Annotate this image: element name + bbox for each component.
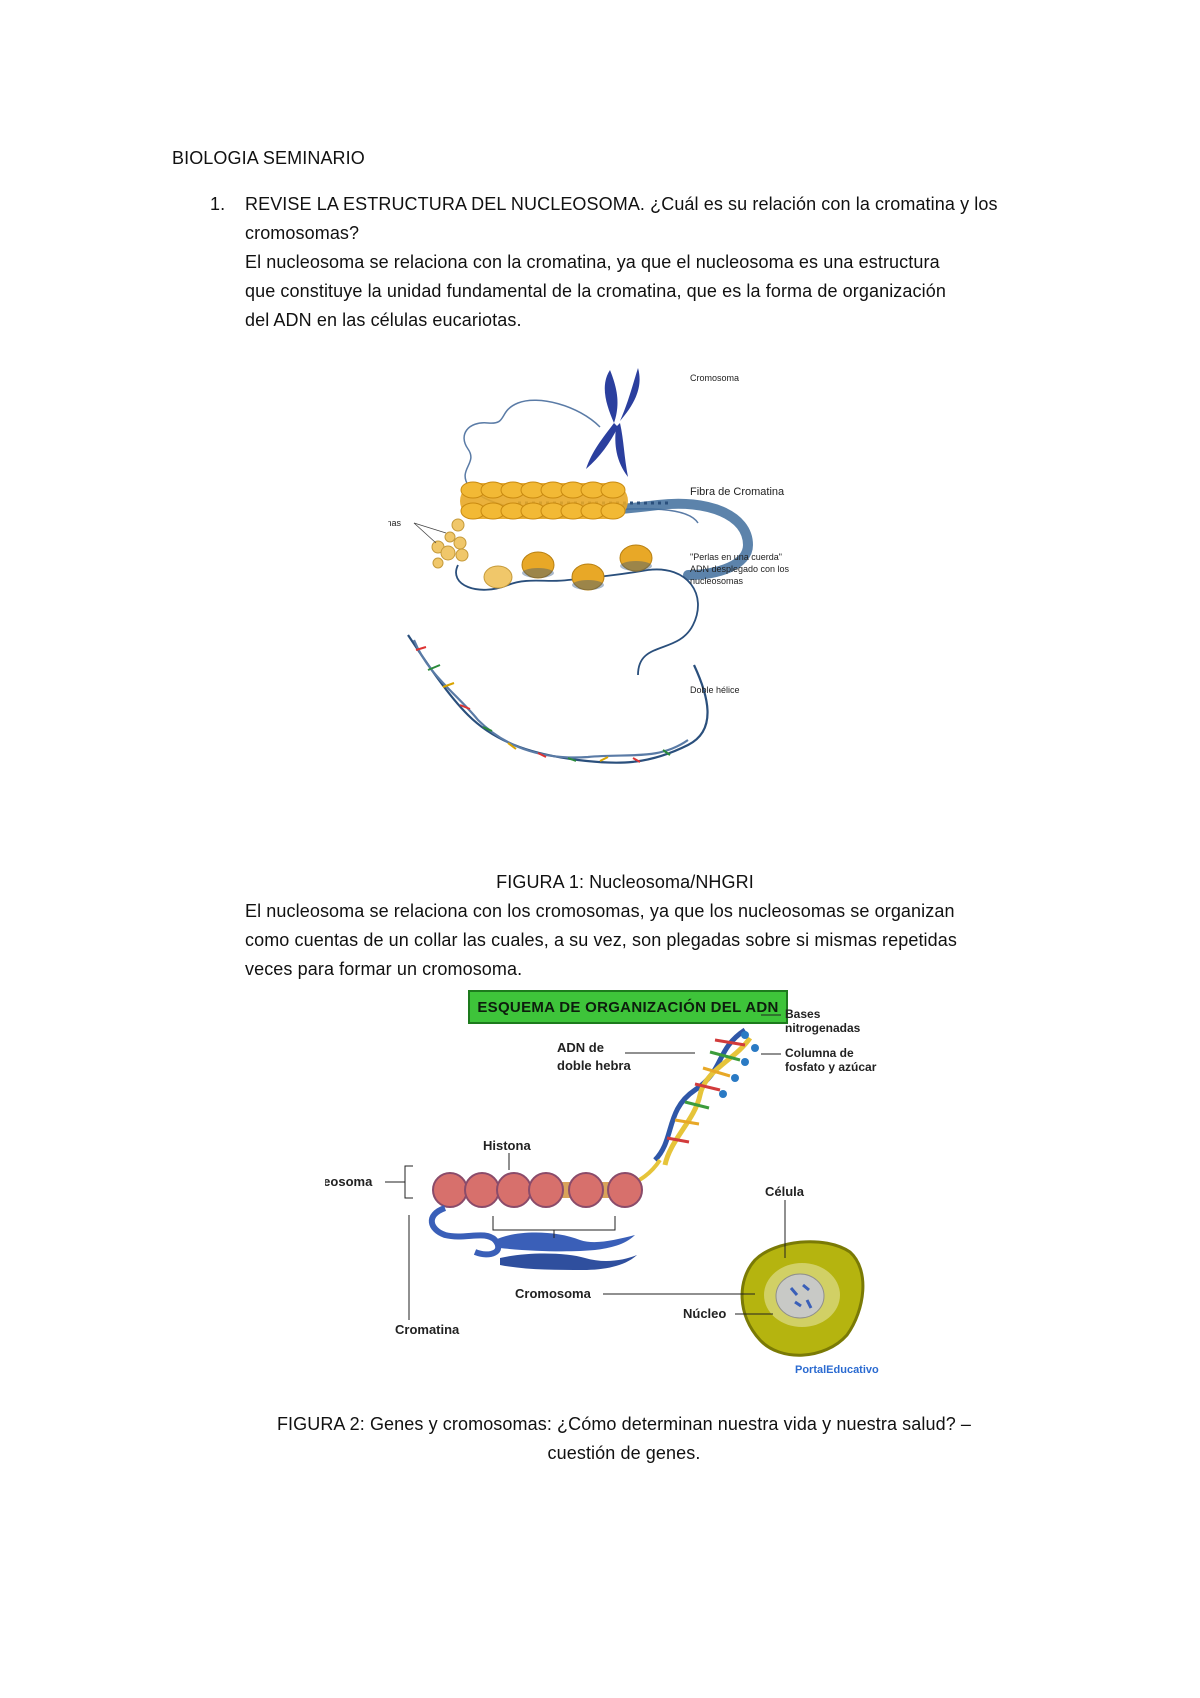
- label-perlas-1: "Perlas en una cuerda": [690, 552, 782, 562]
- label-cromosoma: Cromosoma: [515, 1286, 592, 1301]
- label-cromatina: Cromatina: [395, 1322, 460, 1337]
- figure1-caption: FIGURA 1: Nucleosoma/NHGRI: [496, 872, 754, 892]
- portaleducativo-logo: PortalEducativo: [795, 1364, 879, 1376]
- label-perlas-2: ADN desplegado con los: [690, 564, 790, 574]
- document-heading: BIOLOGIA SEMINARIO: [172, 148, 365, 168]
- label-cromosoma: Cromosoma: [690, 373, 739, 383]
- double-helix: [407, 634, 709, 764]
- nucleosome-beads: [432, 1172, 643, 1208]
- label-histonas: Histonas: [388, 518, 402, 528]
- answer2-line1: El nucleosoma se relaciona con los cromo…: [245, 901, 955, 921]
- histones-cluster: [431, 518, 469, 569]
- beads-on-string: [483, 544, 653, 591]
- figure1-nucleosome-diagram: Cromosoma Fibra de Cromatina Histonas "P…: [388, 368, 790, 764]
- label-histona: Histona: [483, 1138, 531, 1153]
- label-nucleosoma: Nucleosoma: [325, 1174, 373, 1189]
- label-bases-1: Bases: [785, 1007, 821, 1021]
- answer1-line1: El nucleosoma se relaciona con la cromat…: [245, 252, 940, 272]
- label-doble-helice: Doble hélice: [690, 685, 740, 695]
- chromatin-coil: [428, 1205, 502, 1258]
- label-adn-1: ADN de: [557, 1040, 604, 1055]
- label-nucleo: Núcleo: [683, 1306, 726, 1321]
- chromatin-fiber-beads: [460, 481, 628, 520]
- answer2-line2: como cuentas de un collar las cuales, a …: [245, 930, 957, 950]
- label-columna-2: fosfato y azúcar: [785, 1060, 877, 1074]
- label-celula: Célula: [765, 1184, 805, 1199]
- label-adn-2: doble hebra: [557, 1058, 631, 1073]
- question-text-line1: REVISE LA ESTRUCTURA DEL NUCLEOSOMA. ¿Cu…: [245, 194, 998, 214]
- figure2-caption-line1: FIGURA 2: Genes y cromosomas: ¿Cómo dete…: [276, 1414, 972, 1434]
- question-text-line2: cromosomas?: [245, 223, 360, 243]
- figure2-banner: ESQUEMA DE ORGANIZACIÓN DEL ADN: [468, 990, 788, 1024]
- chromosome-icon: [586, 368, 640, 477]
- cell-icon: [740, 1240, 865, 1357]
- figure2-caption-line2: cuestión de genes.: [547, 1443, 701, 1463]
- answer2-line3: veces para formar un cromosoma.: [245, 959, 523, 979]
- answer1-line2: que constituye la unidad fundamental de …: [245, 281, 946, 301]
- figure2-dna-organization-diagram: Bases nitrogenadas Columna de fosfato y …: [325, 1007, 879, 1376]
- dna-double-helix: [653, 1027, 759, 1166]
- label-fibra-cromatina: Fibra de Cromatina: [690, 486, 785, 498]
- answer1-line3: del ADN en las células eucariotas.: [245, 310, 522, 330]
- label-bases-2: nitrogenadas: [785, 1021, 861, 1035]
- label-perlas-3: nucleosomas: [690, 576, 744, 586]
- chromosome-icon: [495, 1232, 637, 1270]
- question-number: 1.: [210, 194, 226, 214]
- label-columna-1: Columna de: [785, 1046, 854, 1060]
